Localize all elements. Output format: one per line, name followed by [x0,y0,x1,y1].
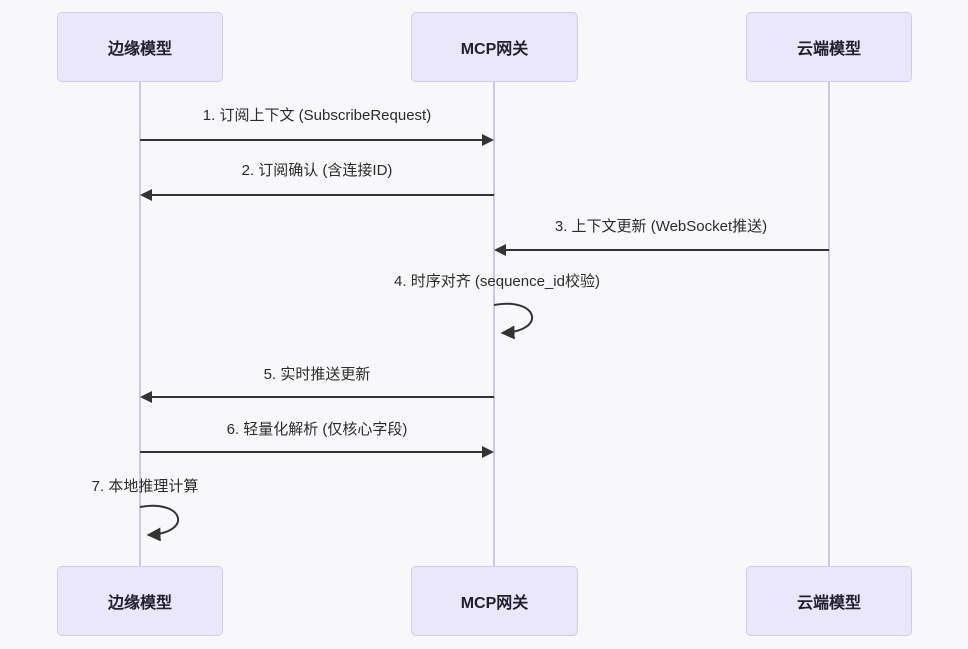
actor-bottom-gateway: MCP网关 [411,566,578,636]
message-label-5: 5. 实时推送更新 [263,366,371,383]
message-arrow-2 [140,189,494,201]
actor-label: 云端模型 [796,41,861,58]
actor-top-edge: 边缘模型 [57,12,223,82]
message-arrow-1 [140,134,494,146]
message-label-1: 1. 订阅上下文 (SubscribeRequest) [202,107,432,124]
message-arrow-5 [140,391,494,403]
lifeline-cloud [828,82,830,566]
actor-bottom-cloud: 云端模型 [746,566,912,636]
message-label-7: 7. 本地推理计算 [91,478,199,495]
message-arrow-6 [140,446,494,458]
actor-bottom-edge: 边缘模型 [57,566,223,636]
message-label-6: 6. 轻量化解析 (仅核心字段) [226,421,408,438]
message-label-4: 4. 时序对齐 (sequence_id校验) [394,273,600,290]
actor-top-gateway: MCP网关 [411,12,578,82]
actor-label: MCP网关 [460,41,529,58]
message-label-3: 3. 上下文更新 (WebSocket推送) [554,218,768,235]
actor-label: 云端模型 [796,595,861,612]
self-loop-arrow-7 [139,504,179,541]
actor-label: 边缘模型 [107,595,172,612]
actor-label: MCP网关 [460,595,529,612]
lifeline-edge [139,82,141,566]
lifeline-gateway [493,82,495,566]
self-loop-arrow-4 [493,302,533,339]
actor-label: 边缘模型 [107,41,172,58]
actor-top-cloud: 云端模型 [746,12,912,82]
message-arrow-3 [494,244,829,256]
message-label-2: 2. 订阅确认 (含连接ID) [241,162,393,179]
